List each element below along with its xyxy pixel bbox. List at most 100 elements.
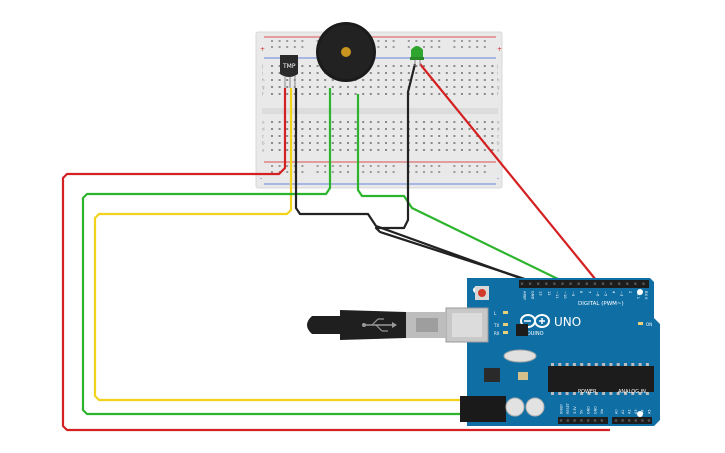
power-pin-label: 3.3V (573, 406, 577, 414)
power-pin[interactable] (593, 419, 597, 422)
usb-connector[interactable] (445, 307, 489, 343)
analog-pin-label: A2 (628, 410, 632, 414)
breadboard-row-label: i (262, 71, 263, 76)
breadboard-row-label: h (262, 78, 265, 83)
power-pin-label: Vin (600, 409, 604, 414)
power-pin[interactable] (587, 419, 590, 422)
breadboard-row-label: b (497, 141, 500, 146)
breadboard-row-label: d (497, 127, 500, 132)
digital-pin[interactable] (593, 282, 597, 285)
power-header[interactable] (558, 417, 608, 424)
arduino-brand: ARDUINO (520, 331, 544, 337)
digital-pin-label: TX 1 (636, 290, 640, 299)
breadboard-row-label: i (497, 71, 498, 76)
analog-header[interactable] (612, 417, 652, 424)
analog-pin-label: A0 (614, 410, 618, 414)
analog-pin[interactable] (641, 419, 644, 422)
power-pin-label: 5V (580, 409, 584, 414)
chip-pins (551, 363, 649, 395)
digital-pin-label: 7 (587, 291, 591, 293)
digital-pin[interactable] (626, 282, 629, 285)
digital-label: DIGITAL (PWM~) (578, 301, 624, 307)
power-pin[interactable] (573, 419, 576, 422)
breadboard-row-label: j (261, 64, 263, 69)
digital-pin[interactable] (569, 282, 572, 285)
temperature-sensor[interactable]: TMP (280, 55, 298, 88)
green-led[interactable] (410, 46, 424, 66)
led-rx-label: RX (494, 331, 500, 336)
power-pin[interactable] (600, 419, 603, 422)
wire-red-sensor-power[interactable] (61, 88, 610, 432)
led-l-label: L (494, 311, 497, 316)
analog-pin-label: A4 (641, 410, 645, 414)
wire-black-led-ground[interactable] (374, 63, 529, 282)
analog-pin[interactable] (621, 419, 624, 422)
power-pin-label: GND (587, 406, 591, 414)
arduino-logo (520, 314, 550, 328)
digital-pin-label: 4 (612, 291, 616, 294)
rail-plus-label-right: + (497, 46, 502, 53)
digital-pin[interactable] (642, 282, 645, 285)
digital-pin-label: ~10 (563, 291, 567, 299)
power-pin[interactable] (566, 419, 569, 422)
usb-symbol-icon (362, 318, 397, 332)
capacitor-2 (525, 397, 545, 417)
digital-pin[interactable] (609, 282, 613, 285)
digital-pin[interactable] (545, 282, 548, 285)
analog-pin[interactable] (634, 419, 637, 422)
on-label: ON (646, 322, 652, 327)
digital-pin-label: 8 (579, 291, 583, 294)
breadboard-row-label: g (262, 85, 265, 90)
digital-pin[interactable] (634, 282, 637, 285)
digital-pin[interactable] (537, 282, 540, 285)
digital-pin-label: 12 (547, 291, 551, 296)
piezo-buzzer[interactable] (316, 22, 376, 82)
power-pin[interactable] (580, 419, 583, 422)
breadboard-row-label: f (497, 92, 499, 97)
wire-black-sensor-ground[interactable] (294, 88, 521, 280)
digital-header[interactable] (519, 280, 649, 288)
power-jack[interactable] (460, 396, 506, 422)
digital-pin[interactable] (601, 282, 605, 285)
power-label: POWER (578, 389, 597, 395)
digital-pin[interactable] (618, 282, 621, 285)
digital-pin-label: GND (531, 291, 535, 299)
sensor-label: TMP (282, 63, 296, 70)
digital-pin-label: ~5 (604, 291, 608, 296)
wire-red-led-pin[interactable] (419, 63, 597, 281)
reset-button-cap[interactable] (478, 289, 486, 297)
analog-pin[interactable] (614, 419, 618, 422)
power-pin-label: IOREF (559, 404, 563, 414)
wire-green-buzzer-pin[interactable] (356, 94, 561, 281)
breadboard-row-label: a (497, 148, 500, 153)
voltage-regulator (484, 368, 500, 382)
analog-pin[interactable] (628, 419, 631, 422)
status-leds: L TX RX ON (493, 311, 652, 336)
rail-minus-label-right: - (497, 175, 499, 182)
rail-minus-label: - (260, 175, 262, 182)
digital-pin-label: ~9 (571, 291, 575, 297)
digital-pin[interactable] (577, 282, 580, 285)
power-pin-label: RESET (566, 402, 570, 414)
digital-pin[interactable] (561, 282, 564, 285)
usb-cable[interactable] (307, 310, 446, 340)
led-tx-label: TX (493, 323, 499, 328)
breadboard-row-label: g (497, 85, 500, 90)
digital-pin[interactable] (553, 282, 556, 285)
digital-pin-label: ~3 (620, 291, 624, 296)
capacitor-small (518, 372, 528, 380)
digital-pin[interactable] (585, 282, 588, 285)
digital-pin[interactable] (520, 282, 524, 285)
digital-pin[interactable] (528, 282, 532, 285)
analog-pin-label: A5 (647, 410, 651, 414)
power-pin[interactable] (559, 419, 563, 422)
rail-plus-label: + (260, 46, 265, 53)
analog-pin[interactable] (647, 419, 651, 422)
digital-pin-label: ~6 (595, 291, 599, 297)
